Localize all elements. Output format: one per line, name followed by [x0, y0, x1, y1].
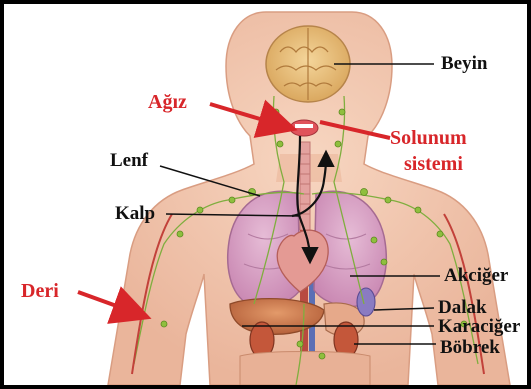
label-deri: Deri: [21, 281, 59, 301]
label-solunum: Solunum: [390, 128, 467, 148]
label-bobrek: Böbrek: [440, 338, 500, 357]
label-kalp: Kalp: [115, 204, 155, 223]
spleen: [357, 288, 375, 316]
label-karaciger: Karaciğer: [438, 317, 520, 336]
label-agiz: Ağız: [148, 92, 187, 112]
label-akciger: Akciğer: [444, 266, 508, 285]
label-sistemi: sistemi: [404, 154, 463, 174]
label-dalak: Dalak: [438, 298, 487, 317]
label-lenf: Lenf: [110, 151, 148, 170]
label-beyin: Beyin: [441, 54, 487, 73]
